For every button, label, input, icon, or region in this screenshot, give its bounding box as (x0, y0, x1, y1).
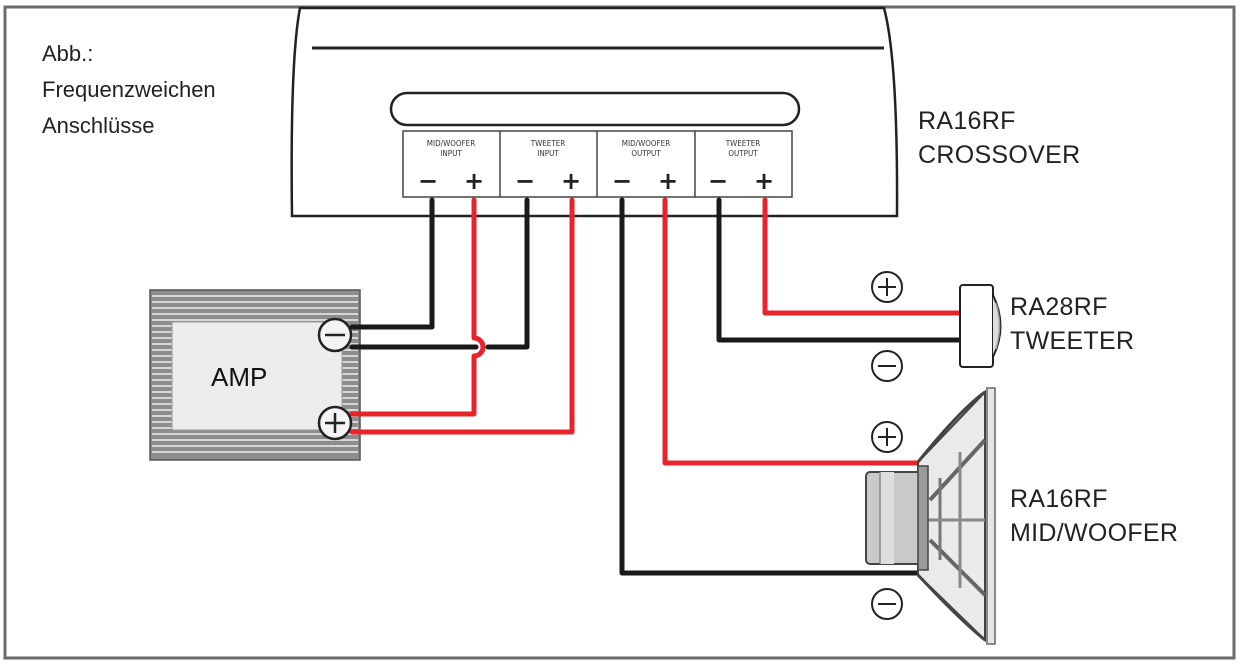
woofer-speaker (865, 387, 996, 645)
woofer-label-line-2: MID/WOOFER (1010, 519, 1179, 547)
terminal-title-mid-output-2: OUTPUT (631, 149, 661, 158)
terminal-title-mid-input-2: INPUT (440, 149, 462, 158)
wire-tweeter-pos (762, 197, 966, 316)
wire-woofer-pos (662, 197, 925, 466)
plus-circle-icon (871, 271, 903, 303)
terminal-titles: MID/WOOFER INPUT TWEETER INPUT MID/WOOFE… (427, 139, 760, 158)
plus-circle-icon (317, 405, 353, 441)
terminal-title-tweeter-output-2: OUTPUT (728, 149, 758, 158)
woofer-label-line-1: RA16RF (1010, 485, 1108, 513)
minus-circle-icon (871, 350, 903, 382)
wires (349, 197, 966, 576)
terminal-title-mid-output-1: MID/WOOFER (622, 139, 670, 148)
terminal-symbols: − + − + − + − + (418, 167, 774, 195)
terminal-minus-3: − (612, 167, 632, 195)
tweeter-label-line-1: RA28RF (1010, 293, 1108, 321)
terminal-title-tweeter-output-1: TWEETER (725, 139, 761, 148)
tweeter-label: RA28RF TWEETER (1010, 290, 1134, 358)
crossover-label-line-2: CROSSOVER (918, 141, 1081, 169)
crossover-label-line-1: RA16RF (918, 107, 1016, 135)
terminal-minus-2: − (515, 167, 535, 195)
amp-label: AMP (211, 362, 268, 392)
amp-unit (149, 289, 361, 461)
caption-line-2: Frequenzweichen (42, 77, 216, 102)
terminal-plus-4: + (754, 167, 774, 195)
crossover-label: RA16RF CROSSOVER (918, 104, 1080, 172)
terminal-minus-1: − (418, 167, 438, 195)
figure-caption: Abb.: Frequenzweichen Anschlüsse (42, 36, 216, 144)
wire-amp-pos-to-tweeter-input-pos (349, 197, 575, 435)
speaker-polarity-symbols (871, 271, 903, 620)
tweeter-speaker (959, 284, 1002, 368)
caption-line-3: Anschlüsse (42, 113, 155, 138)
terminal-plus-2: + (561, 167, 581, 195)
terminal-plus-1: + (464, 167, 484, 195)
minus-circle-icon (871, 588, 903, 620)
wire-amp-neg-to-tweeter-input-neg-b (485, 197, 530, 350)
caption-line-1: Abb.: (42, 41, 94, 66)
terminal-title-tweeter-input-1: TWEETER (530, 139, 566, 148)
tweeter-label-line-2: TWEETER (1010, 327, 1135, 355)
wire-woofer-neg (619, 197, 925, 576)
terminal-minus-4: − (708, 167, 728, 195)
plus-circle-icon (871, 421, 903, 453)
terminal-plus-3: + (658, 167, 678, 195)
wire-amp-neg-to-mid-input-neg (349, 197, 435, 330)
terminal-title-mid-input-1: MID/WOOFER (427, 139, 475, 148)
wire-tweeter-neg (716, 197, 966, 343)
crossover-box (290, 6, 899, 218)
woofer-label: RA16RF MID/WOOFER (1010, 482, 1178, 550)
amp-terminals (317, 317, 353, 441)
wire-amp-pos-to-mid-input-pos (349, 197, 486, 417)
crossover-slot (389, 91, 801, 127)
terminal-title-tweeter-input-2: INPUT (537, 149, 559, 158)
minus-circle-icon (317, 317, 353, 353)
